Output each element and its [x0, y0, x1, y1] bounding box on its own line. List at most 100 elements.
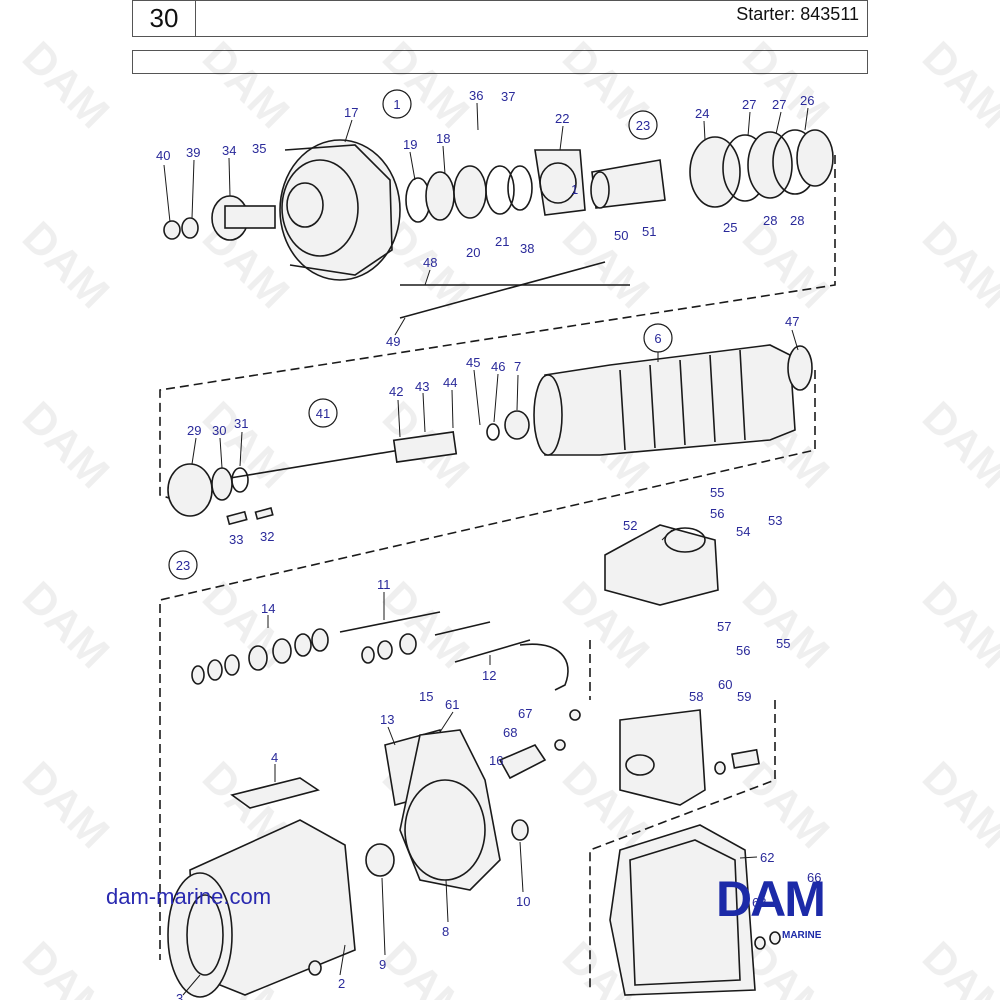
mounting-plate — [534, 149, 586, 216]
circled-label: 23 — [628, 110, 658, 140]
watermark-text: DAM — [13, 392, 119, 498]
watermark-text: DAM — [13, 212, 119, 318]
part-label: 31 — [234, 416, 248, 431]
watermark-text: DAM — [13, 932, 119, 1000]
part-label: 30 — [212, 423, 226, 438]
assembly-guide-middle — [159, 370, 816, 960]
assembly-guide-upper — [159, 155, 836, 501]
part-label: 68 — [503, 725, 517, 740]
part-label: 28 — [763, 213, 777, 228]
solenoid-switch — [604, 524, 719, 606]
part-label: 28 — [790, 213, 804, 228]
part-label: 62 — [760, 850, 774, 865]
part-label: 10 — [516, 894, 530, 909]
part-label: 44 — [443, 375, 457, 390]
svg-text:1: 1 — [393, 97, 400, 112]
circled-label: 1 — [382, 89, 412, 119]
part-label: 19 — [403, 137, 417, 152]
part-label: 52 — [623, 518, 637, 533]
part-label: 43 — [415, 379, 429, 394]
svg-text:23: 23 — [176, 558, 190, 573]
part-label: 32 — [260, 529, 274, 544]
field-frame-housing — [167, 819, 356, 998]
part-label: 15 — [419, 689, 433, 704]
part-label: 42 — [389, 384, 403, 399]
watermark-text: DAM — [913, 32, 1000, 138]
part-label: 20 — [466, 245, 480, 260]
part-label: 24 — [695, 106, 709, 121]
part-label: 27 — [772, 97, 786, 112]
watermark-layer: DAM DAM DAM DAM DAM DAM DAM DAM DAM DAM DAM DAM DAM D… — [13, 32, 1000, 1000]
part-label: 35 — [252, 141, 266, 156]
drive-shaft — [229, 431, 458, 479]
part-label: 18 — [436, 131, 450, 146]
watermark-text: DAM — [193, 32, 299, 138]
circled-label: 6 — [643, 323, 673, 353]
part-label: 49 — [386, 334, 400, 349]
watermark-text: DAM — [373, 932, 479, 1000]
brushes — [498, 709, 581, 780]
brush-holder-plate — [384, 728, 501, 891]
part-label: 12 — [482, 668, 496, 683]
nuts-washers-left — [163, 217, 199, 240]
armature — [533, 344, 813, 456]
page-title: Starter: 843511 — [736, 4, 859, 24]
website-link[interactable]: dam-marine.com — [106, 884, 272, 909]
part-label: 11 — [377, 577, 391, 592]
bearing-stack — [405, 165, 533, 223]
part-label: 26 — [800, 93, 814, 108]
watermark-text: DAM — [733, 212, 839, 318]
part-label: 13 — [380, 712, 394, 727]
part-label: 4 — [271, 750, 278, 765]
part-label: 47 — [785, 314, 799, 329]
pinion-assembly — [167, 463, 249, 517]
svg-text:41: 41 — [316, 406, 330, 421]
part-label: 57 — [717, 619, 731, 634]
part-label: 22 — [555, 111, 569, 126]
cover-plate-4 — [230, 777, 320, 809]
part-label: 33 — [229, 532, 243, 547]
brand-logo: DAM — [716, 871, 826, 927]
part-label: 27 — [742, 97, 756, 112]
part-label: 67 — [518, 706, 532, 721]
svg-text:23: 23 — [636, 118, 650, 133]
part-label: 50 — [614, 228, 628, 243]
cable-lead — [519, 643, 569, 691]
washer-set-14 — [191, 628, 329, 685]
part-label: 25 — [723, 220, 737, 235]
brand-logo-subtitle: MARINE — [782, 930, 822, 941]
drive-sleeve — [590, 159, 666, 209]
subheader-bar — [132, 50, 868, 74]
end-cover-62 — [609, 824, 756, 996]
part-label: 59 — [737, 689, 751, 704]
part-label: 60 — [718, 677, 732, 692]
watermark-text: DAM — [733, 572, 839, 678]
leader-lines — [163, 102, 809, 996]
part-label: 53 — [768, 513, 782, 528]
part-label: 36 — [469, 88, 483, 103]
part-label: 37 — [501, 89, 515, 104]
bushing-9 — [365, 843, 395, 877]
circled-label: 23 — [168, 550, 198, 580]
part-label: 14 — [261, 601, 275, 616]
watermark-text: DAM — [13, 752, 119, 858]
part-label: 17 — [344, 105, 358, 120]
watermark-text: DAM — [733, 752, 839, 858]
part-label: 16 — [489, 753, 503, 768]
part-label: 8 — [442, 924, 449, 939]
part-label: 39 — [186, 145, 200, 160]
terminal-stud — [714, 748, 760, 775]
watermark-text: DAM — [913, 572, 1000, 678]
clutch-discs — [689, 129, 834, 208]
washer-set-15 — [361, 633, 417, 664]
part-label: 51 — [642, 224, 656, 239]
drive-end-housing — [279, 139, 401, 281]
pinion-gear — [211, 195, 276, 241]
part-label: 54 — [736, 524, 750, 539]
relay-unit — [619, 709, 706, 806]
watermark-text: DAM — [913, 752, 1000, 858]
part-label: 3 — [176, 991, 183, 1000]
part-label: 21 — [495, 234, 509, 249]
watermark-text: DAM — [913, 392, 1000, 498]
bearing-bush — [486, 410, 530, 441]
